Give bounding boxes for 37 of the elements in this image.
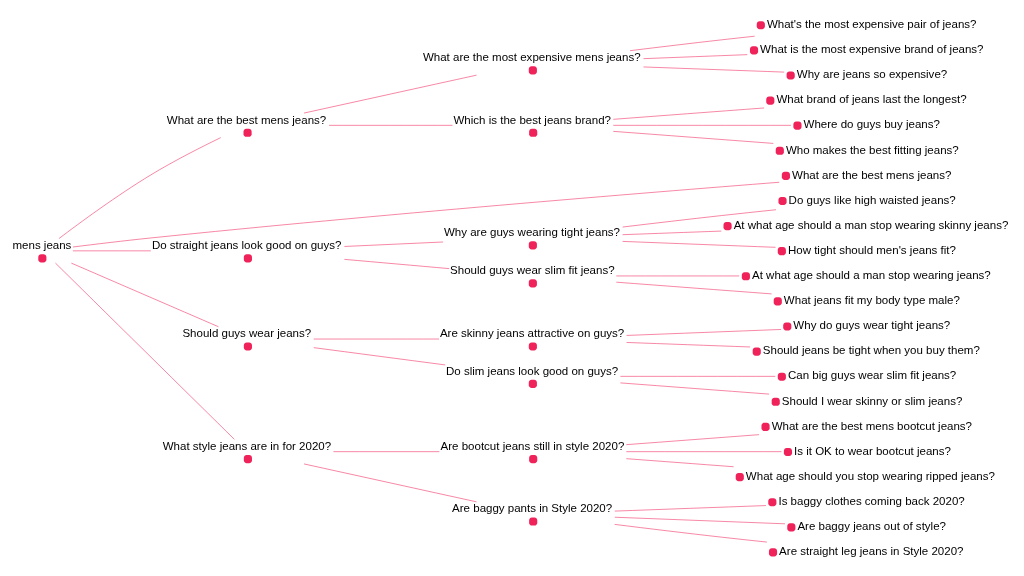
node-label: Should guys wear jeans? [181,326,311,339]
node-label: Do slim jeans look good on guys? [445,364,618,377]
node-label: What jeans fit my body type male? [783,293,960,306]
node-label: Is it OK to wear bootcut jeans? [793,444,951,457]
node-label: What style jeans are in for 2020? [162,439,331,452]
connector [614,516,785,524]
node-label: At what age should a man stop wearing jeans? [751,268,991,281]
node-label: How tight should men's jeans fit? [787,243,956,256]
node-label: Why are jeans so expensive? [796,67,947,80]
node-label: What age should you stop wearing ripped jeans? [745,469,995,482]
node-label: Who makes the best fitting jeans? [785,143,959,156]
node-label: Which is the best jeans brand? [452,113,611,126]
node-label: Do straight jeans look good on guys? [151,238,341,251]
node-label: Are straight leg jeans in Style 2020? [778,544,963,557]
node-label: Why do guys wear tight jeans? [792,318,950,331]
node-label: Where do guys buy jeans? [803,117,940,130]
node-label: Why are guys wearing tight jeans? [443,225,620,238]
node-label: mens jeans [11,238,71,251]
node-label: At what age should a man stop wearing skinny jeans? [733,218,1008,231]
node-label: Can big guys wear slim fit jeans? [787,368,956,381]
node-label: What is the most expensive brand of jeans? [759,42,984,55]
node-label: Are baggy jeans out of style? [796,519,946,532]
node-label: What's the most expensive pair of jeans? [766,17,977,30]
node-label: Do guys like high waisted jeans? [788,193,956,206]
node-label: Should jeans be tight when you buy them? [762,343,980,356]
node-label: What are the best mens jeans? [791,168,951,181]
node-label: Are bootcut jeans still in style 2020? [440,439,624,452]
node-label: What are the most expensive mens jeans? [422,50,641,63]
node-label: Is baggy clothes coming back 2020? [777,494,965,507]
node-label: What are the best mens jeans? [166,113,326,126]
connector [625,328,781,336]
node-label: Should I wear skinny or slim jeans? [781,394,962,407]
node-label: What are the best mens bootcut jeans? [771,419,972,432]
node-label: What brand of jeans last the longest? [775,92,967,105]
node-label: Are skinny jeans attractive on guys? [439,326,624,339]
node-label: Should guys wear slim fit jeans? [449,263,615,276]
node-label: Are baggy pants in Style 2020? [451,501,612,514]
